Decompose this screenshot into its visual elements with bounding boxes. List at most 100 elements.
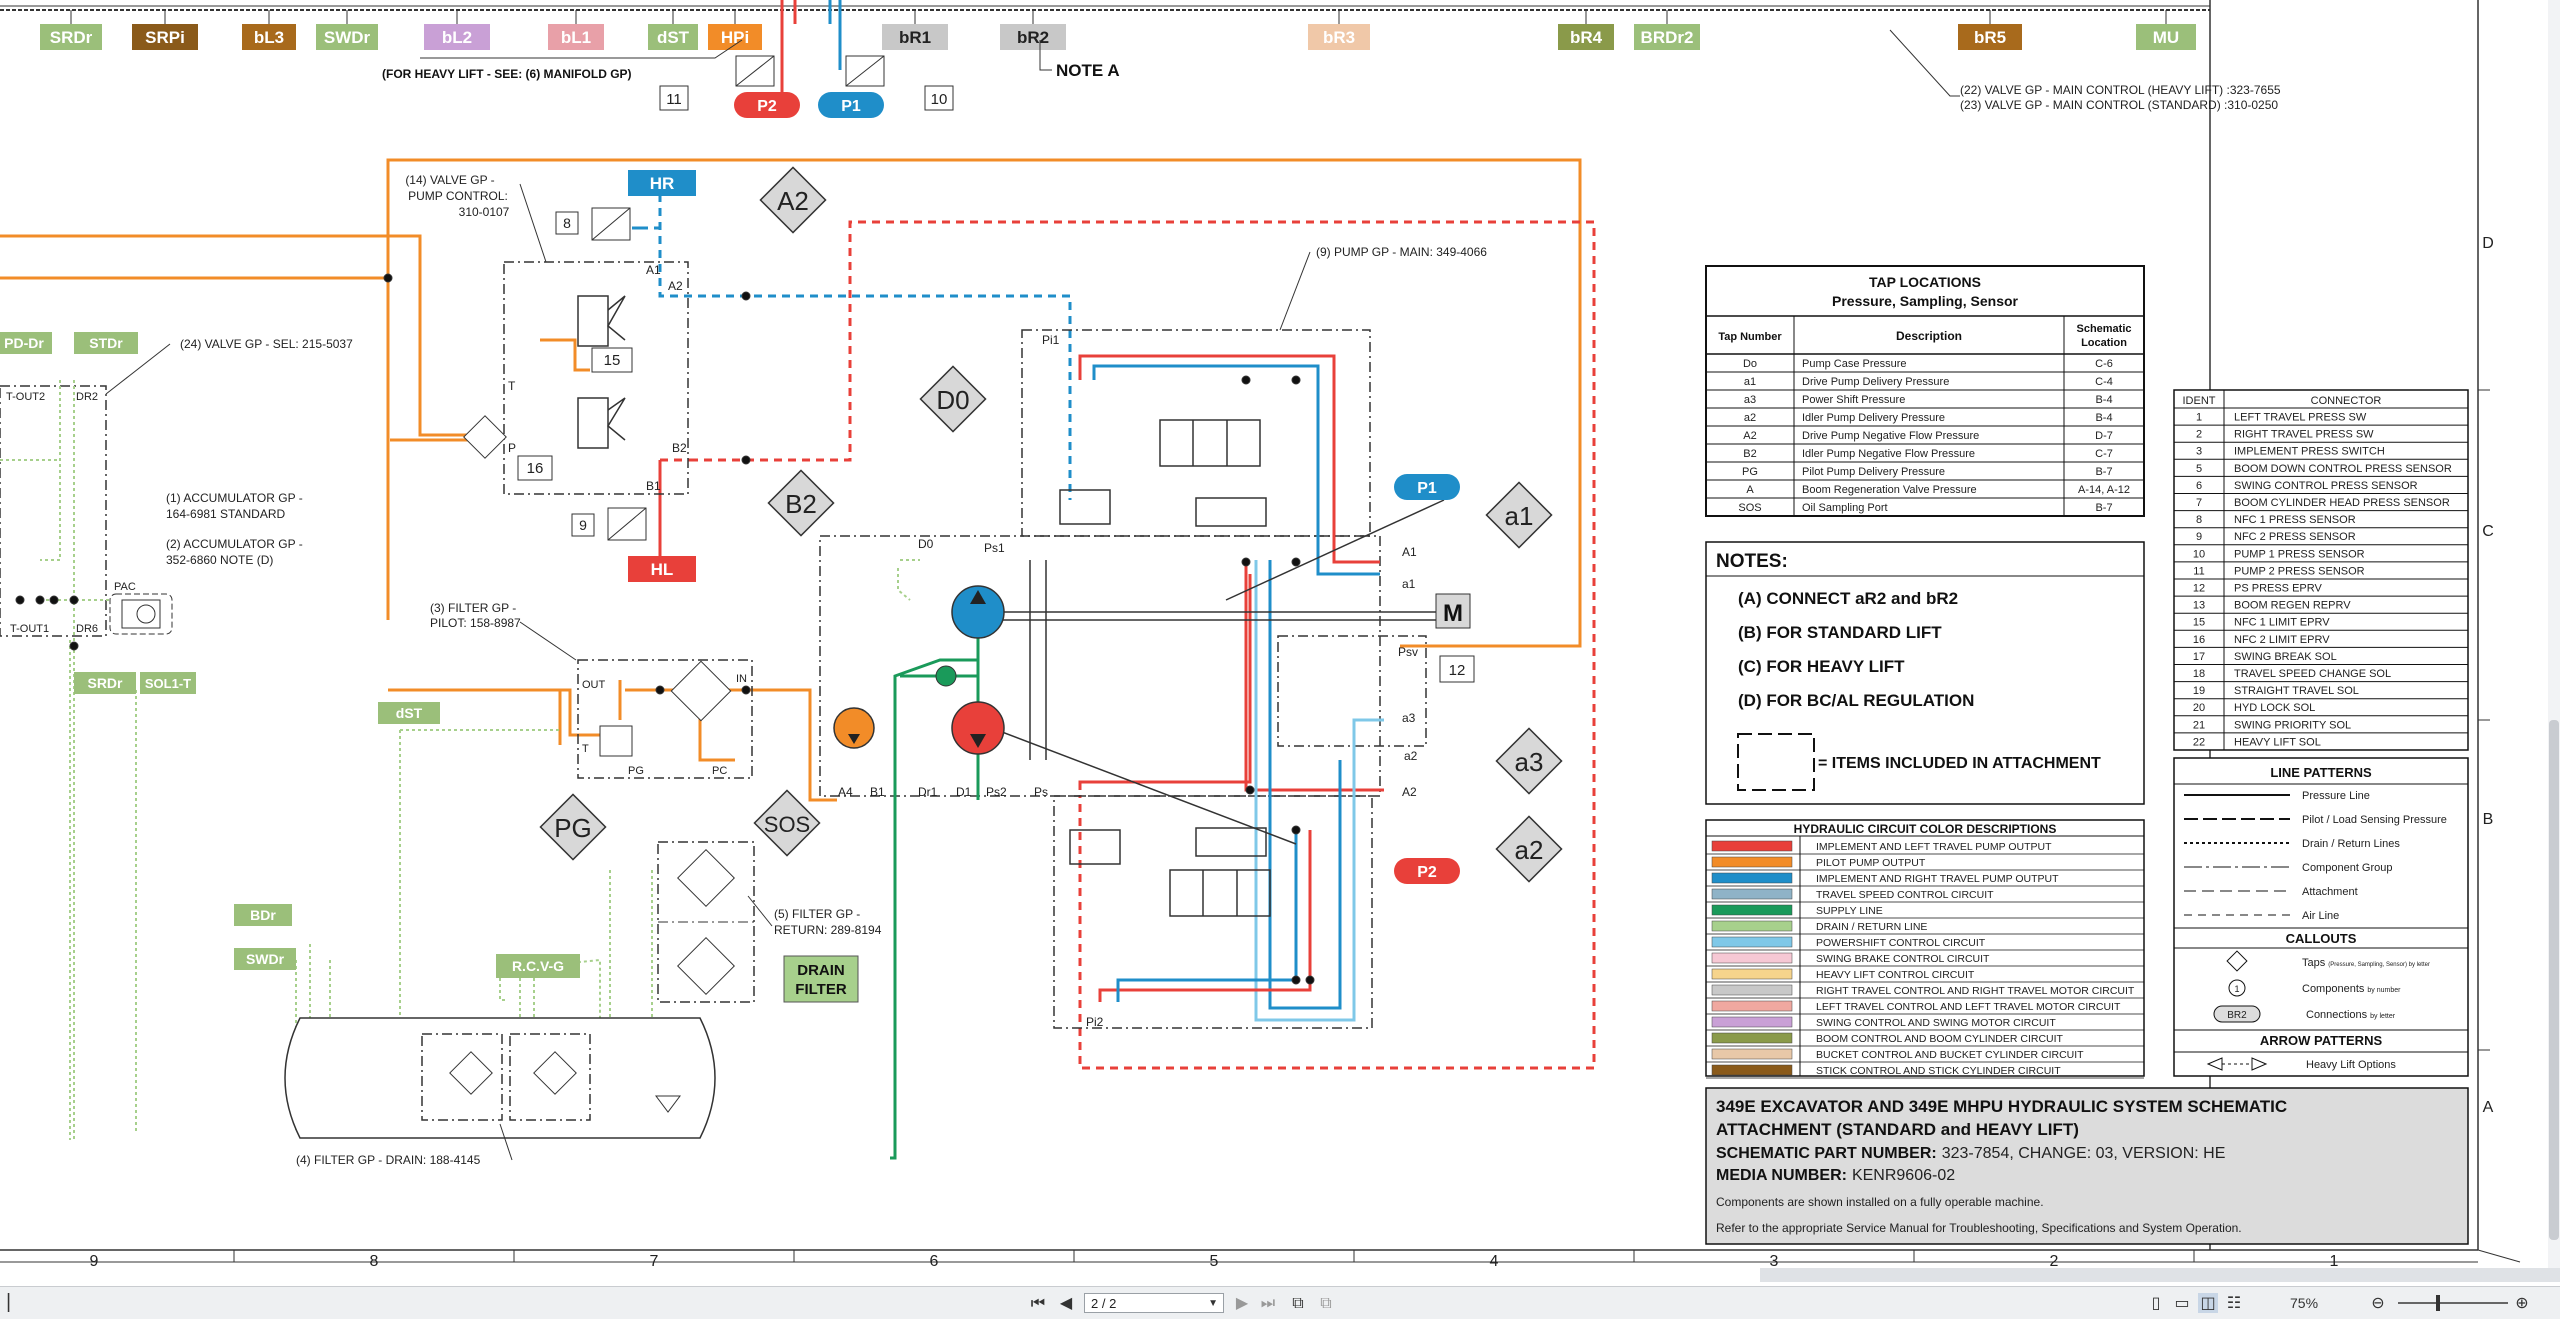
port-psv: Psv <box>1398 645 1418 659</box>
ident-row-number: 19 <box>2193 685 2205 697</box>
ident-row-number: 21 <box>2193 719 2205 731</box>
last-page-icon[interactable]: ⏭ <box>1260 1293 1276 1312</box>
connector-tag-swdr: SWDr <box>324 28 371 47</box>
zoom-slider-thumb[interactable] <box>2436 1295 2440 1311</box>
single-page-view-icon[interactable]: ▯ <box>2151 1293 2161 1312</box>
ident-row-number: 8 <box>2196 514 2202 526</box>
tap-pg: PG <box>554 813 592 843</box>
title-note-1: Components are shown installed on a full… <box>1716 1195 2044 1209</box>
legend-taps: Taps(Pressure, Sampling, Sensor) by lett… <box>2302 957 2430 969</box>
tap-row-description: Oil Sampling Port <box>1802 502 1888 514</box>
two-page-view-icon[interactable]: ◫ <box>2198 1293 2218 1313</box>
zoom-slider[interactable] <box>2398 1302 2508 1304</box>
grid-col-1: 1 <box>2330 1253 2339 1270</box>
port-d1: D1 <box>956 785 972 799</box>
color-swatch <box>1711 1064 1793 1076</box>
note-a: (A) CONNECT aR2 and bR2 <box>1738 589 1958 608</box>
ident-row-number: 5 <box>2196 463 2202 475</box>
ident-row-number: 22 <box>2193 736 2205 748</box>
ident-row-number: 3 <box>2196 446 2202 458</box>
color-swatch <box>1711 872 1793 884</box>
annotation-filter-return-2: RETURN: 289-8194 <box>774 923 882 937</box>
tap-row-number: SOS <box>1738 502 1761 514</box>
connector-tag-bg <box>882 24 948 50</box>
annotation-note-a: NOTE A <box>1056 61 1120 80</box>
tap-a1: a1 <box>1505 501 1534 531</box>
color-swatch <box>1711 888 1793 900</box>
zoom-in-icon[interactable]: ⊕ <box>2515 1293 2529 1312</box>
annotation-acc2-2: 352-6860 NOTE (D) <box>166 553 273 567</box>
connector-tag-br4: bR4 <box>1570 28 1603 47</box>
vertical-scrollbar-thumb[interactable] <box>2549 720 2559 1240</box>
legend-heavy-lift: Heavy Lift Options <box>2306 1059 2396 1071</box>
chevron-down-icon: ▼ <box>1208 1298 1218 1309</box>
note-attachment: = ITEMS INCLUDED IN ATTACHMENT <box>1818 755 2101 772</box>
tap-row-description: Power Shift Pressure <box>1802 394 1905 406</box>
connector-tag-bg <box>1634 24 1700 50</box>
copy-page-icon[interactable]: ⧉ <box>1292 1293 1304 1312</box>
port-v-a1: A1 <box>646 263 661 277</box>
color-swatch <box>1711 1048 1793 1060</box>
tag-t-out2: T-OUT2 <box>6 391 45 403</box>
tap-table-title-2: Pressure, Sampling, Sensor <box>1832 293 2019 309</box>
port-v-p: P <box>508 441 516 455</box>
port-a2s: a2 <box>1404 749 1418 763</box>
previous-page-icon[interactable]: ◀ <box>1059 1293 1073 1312</box>
tap-row-description: Idler Pump Delivery Pressure <box>1802 412 1945 424</box>
tap-row-location: C-6 <box>2095 358 2113 370</box>
port-ps: Ps <box>1034 785 1048 799</box>
color-swatch <box>1711 1032 1793 1044</box>
port-ps2: Ps2 <box>986 785 1007 799</box>
tap-row-location: A-14, A-12 <box>2078 484 2130 496</box>
grid-col-6: 6 <box>930 1253 939 1270</box>
connector-tag-bg <box>1308 24 1370 50</box>
page-number-select[interactable]: 2 / 2 ▼ <box>1084 1293 1224 1313</box>
tap-row-number: a1 <box>1744 376 1756 388</box>
tap-row-number: A2 <box>1743 430 1756 442</box>
port-ps1: Ps1 <box>984 541 1005 555</box>
ident-row-number: 9 <box>2196 531 2202 543</box>
connector-tag-bl3: bL3 <box>254 28 284 47</box>
connector-swdr-2: SWDr <box>246 951 285 967</box>
port-a1: A1 <box>1402 545 1417 559</box>
motor-m: M <box>1443 600 1463 627</box>
continuous-view-icon[interactable]: ▭ <box>2174 1293 2190 1312</box>
port-a1s: a1 <box>1402 577 1416 591</box>
tap-row-description: Pump Case Pressure <box>1802 358 1907 370</box>
zoom-out-icon[interactable]: ⊖ <box>2371 1293 2385 1312</box>
first-page-icon[interactable]: ⏮ <box>1030 1293 1046 1312</box>
next-page-icon[interactable]: ▶ <box>1235 1293 1249 1312</box>
grid-row-b: B <box>2483 811 2494 828</box>
ident-row-connector: NFC 2 LIMIT EPRV <box>2234 634 2330 646</box>
callout-9: 9 <box>579 517 587 533</box>
annotation-valve-main-std: (23) VALVE GP - MAIN CONTROL (STANDARD) … <box>1960 98 2278 112</box>
grid-col-5: 5 <box>1210 1253 1219 1270</box>
ident-row-connector: PS PRESS EPRV <box>2234 583 2322 595</box>
connector-tag-br5: bR5 <box>1974 28 2006 47</box>
legend-arrow-title: ARROW PATTERNS <box>2260 1033 2383 1048</box>
ident-row-number: 15 <box>2193 617 2205 629</box>
connector-dst-2: dST <box>396 705 423 721</box>
horizontal-scrollbar[interactable] <box>1760 1268 2560 1282</box>
connector-tag-hpi: HPi <box>721 28 749 47</box>
tap-table-header-location-1: Schematic <box>2076 323 2131 335</box>
connector-pd-dr: PD-Dr <box>4 335 44 351</box>
spread-view-icon[interactable]: ☷ <box>2226 1293 2242 1312</box>
paste-page-icon[interactable]: ⧉ <box>1320 1293 1332 1312</box>
tap-row-number: Do <box>1743 358 1757 370</box>
tag-hl: HL <box>651 560 674 579</box>
tap-row-location: B-7 <box>2095 466 2112 478</box>
ident-row-number: 10 <box>2193 548 2205 560</box>
scroll-left-icon[interactable]: ▏ <box>7 1293 21 1312</box>
port-t: T <box>582 743 589 755</box>
zoom-level: 75% <box>2290 1295 2319 1311</box>
tap-table-header-number: Tap Number <box>1718 331 1782 343</box>
color-swatch <box>1711 856 1793 868</box>
callout-12: 12 <box>1449 662 1466 679</box>
ident-row-connector: BOOM DOWN CONTROL PRESS SENSOR <box>2234 463 2452 475</box>
grid-col-4: 4 <box>1490 1253 1499 1270</box>
grid-row-a: A <box>2483 1099 2494 1116</box>
tap-a3: a3 <box>1515 747 1544 777</box>
tap-d0: D0 <box>936 385 969 415</box>
